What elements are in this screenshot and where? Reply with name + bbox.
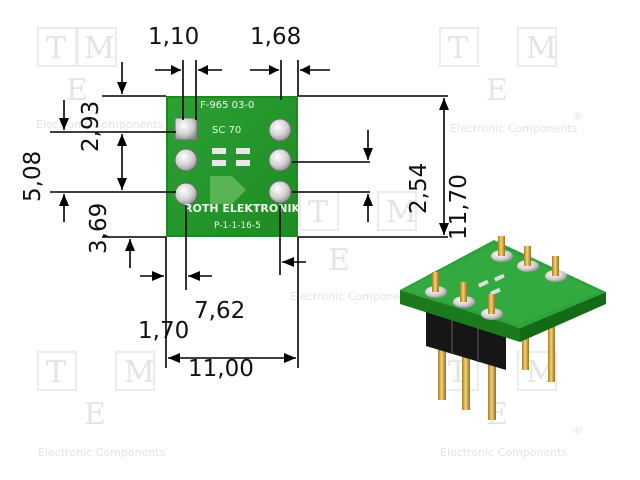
watermark-logo: T M E ® Electronic Components <box>439 351 583 459</box>
watermark-tagline: Electronic Components <box>440 446 568 459</box>
watermark-letter: T <box>308 195 328 230</box>
watermark-letter: E <box>84 397 106 432</box>
watermark-registered: ® <box>572 110 583 123</box>
watermark-logo: T M E Electronic Components <box>290 191 418 303</box>
dim-label-row-spacing: 7,62 <box>194 298 245 324</box>
watermark-tagline: Electronic Components <box>290 290 418 303</box>
watermark-letter: M <box>124 355 155 390</box>
watermark-logo: T M E ® Electronic Components <box>439 27 583 135</box>
watermark-registered: ® <box>572 424 583 437</box>
pad-round <box>174 148 198 172</box>
watermark-tagline: Electronic Components <box>36 118 164 131</box>
watermark-letter: E <box>328 243 350 278</box>
watermark-letter: T <box>46 31 66 66</box>
watermark-letter: E <box>486 73 508 108</box>
watermark-logo: T M E Electronic Components <box>36 27 164 131</box>
dimension-labels: 1,10 1,68 2,93 5,08 3,69 2,54 11,70 7,62… <box>20 24 472 382</box>
dimension-lines <box>50 60 448 368</box>
dim-label-pitch-right: 2,54 <box>406 163 432 214</box>
pcb-top-text: F-965 03-0 <box>200 100 254 111</box>
pad-round <box>268 148 292 172</box>
pcb-bottom-text: P-1-1-16-5 <box>214 221 261 231</box>
dim-label-bottom-offset: 1,70 <box>138 318 189 344</box>
adapter-3d-render <box>400 236 606 420</box>
watermark-tagline: Electronic Components <box>38 446 166 459</box>
dim-label-pad-offset-bottom: 3,69 <box>86 203 112 254</box>
watermark-letter: T <box>46 355 66 390</box>
pcb-sot-text: SC 70 <box>212 125 241 136</box>
dim-label-pad-width: 1,10 <box>148 24 199 50</box>
watermark-letter: E <box>66 73 88 108</box>
watermark-letter: T <box>448 31 468 66</box>
dim-label-pad-offset-top: 2,93 <box>78 101 104 152</box>
pcb-brand: ROTH ELEKTRONIK <box>184 202 301 215</box>
watermark-letter: M <box>526 31 557 66</box>
dim-label-board-width: 11,00 <box>188 356 254 382</box>
arrowheads <box>59 65 449 363</box>
dim-label-pad-gap: 1,68 <box>250 24 301 50</box>
dim-label-board-height: 11,70 <box>446 174 472 240</box>
pad-round <box>268 180 292 204</box>
watermark-tagline: Electronic Components <box>450 122 578 135</box>
watermark-letter: M <box>84 31 115 66</box>
pad-round <box>268 118 292 142</box>
pad-square <box>174 117 198 141</box>
dim-label-pitch-left: 5,08 <box>20 151 46 202</box>
watermark-logo: T M E Electronic Components <box>37 351 166 459</box>
pcb-top-view: F-965 03-0 SC 70 ROTH ELEKTRONIK P-1-1-1… <box>166 96 301 237</box>
watermark-letter: M <box>386 195 417 230</box>
